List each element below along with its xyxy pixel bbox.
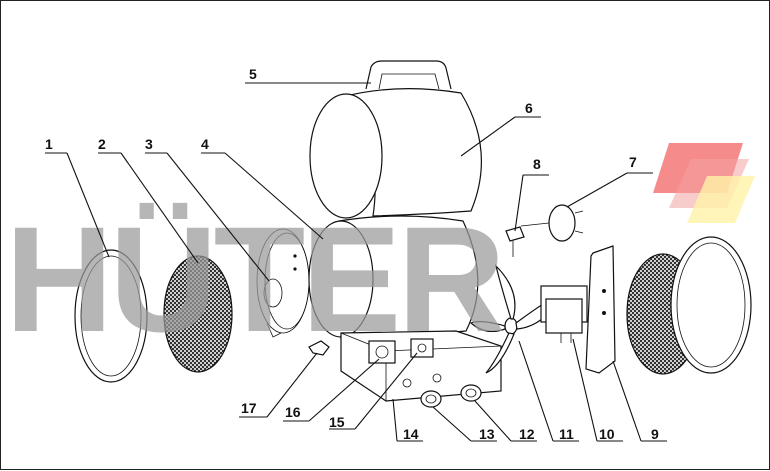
callout-11: 11 bbox=[559, 426, 574, 442]
callout-13: 13 bbox=[479, 426, 495, 442]
knob-13 bbox=[420, 390, 442, 408]
front-grille bbox=[163, 255, 233, 373]
power-cord-plug bbox=[520, 204, 584, 242]
brand-watermark-text: HÜTER bbox=[5, 195, 503, 363]
callout-5: 5 bbox=[249, 66, 257, 82]
upper-housing bbox=[309, 88, 483, 219]
callout-6: 6 bbox=[525, 100, 533, 116]
callout-10: 10 bbox=[599, 426, 615, 442]
motor-bracket bbox=[585, 245, 616, 374]
brand-watermark: HÜTER bbox=[5, 143, 755, 363]
thermostat-15 bbox=[410, 338, 434, 358]
callout-9: 9 bbox=[651, 426, 659, 442]
callout-7: 7 bbox=[629, 154, 637, 170]
callout-17: 17 bbox=[241, 400, 257, 416]
carry-handle bbox=[365, 60, 452, 90]
fan-motor bbox=[540, 285, 588, 343]
callout-1: 1 bbox=[45, 136, 53, 152]
logo-stripe-yellow bbox=[687, 176, 755, 223]
rear-ring bbox=[670, 236, 752, 374]
callout-12: 12 bbox=[519, 426, 535, 442]
callout-15: 15 bbox=[329, 414, 345, 430]
callout-4: 4 bbox=[201, 136, 209, 152]
callout-3: 3 bbox=[145, 136, 153, 152]
cable-gland bbox=[505, 226, 525, 257]
clip-17 bbox=[308, 340, 330, 356]
callout-16: 16 bbox=[285, 404, 301, 420]
switch-16 bbox=[368, 340, 396, 364]
knob-12 bbox=[460, 384, 482, 402]
callout-14: 14 bbox=[403, 426, 419, 442]
front-ring bbox=[74, 249, 148, 383]
callout-2: 2 bbox=[98, 136, 106, 152]
callouts: 1 2 3 4 5 6 7 8 9 10 bbox=[45, 66, 667, 442]
callout-8: 8 bbox=[533, 156, 541, 172]
lower-housing bbox=[293, 215, 479, 340]
